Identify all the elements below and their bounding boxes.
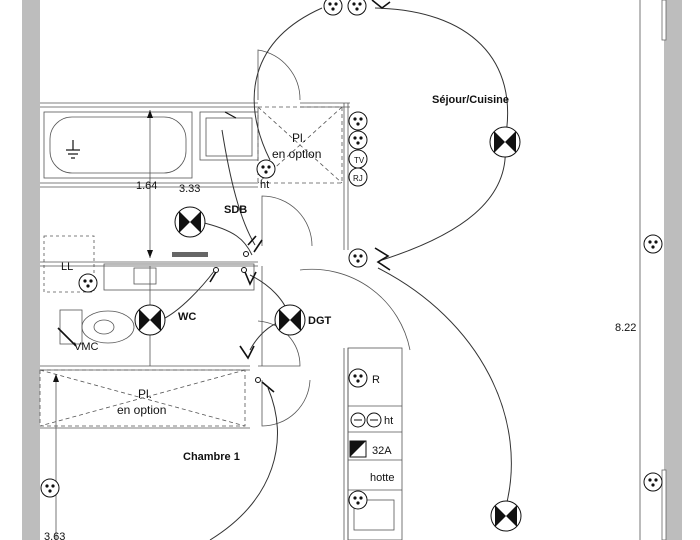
dimension-164: 1.64 bbox=[136, 180, 157, 192]
placard-bottom bbox=[39, 369, 246, 427]
light-fixtures bbox=[134, 126, 522, 532]
socket-dual bbox=[350, 412, 366, 428]
dimension-333: 3.33 bbox=[179, 183, 200, 195]
amp-label: 32A bbox=[372, 445, 392, 457]
placard-bottom-option: en option bbox=[117, 403, 166, 417]
switch-dots bbox=[213, 251, 261, 383]
wiring bbox=[164, 7, 512, 540]
room-label-sdb: SDB bbox=[224, 204, 247, 216]
socket bbox=[348, 111, 368, 131]
ht-label-kitchen: ht bbox=[384, 415, 393, 427]
room-label-sejour: Séjour/Cuisine bbox=[432, 94, 509, 106]
window-right-bottom bbox=[661, 469, 667, 540]
placard-top-label: Pl. bbox=[292, 131, 306, 145]
wall-left bbox=[22, 0, 40, 540]
vmc-label: VMC bbox=[74, 341, 99, 353]
socket bbox=[643, 472, 663, 492]
placard-top-option: en option bbox=[272, 147, 321, 161]
room-label-dgt: DGT bbox=[308, 315, 332, 327]
washbasin bbox=[199, 111, 259, 161]
ll-label: LL bbox=[61, 261, 73, 273]
r-label: R bbox=[372, 374, 380, 386]
rj-label: RJ bbox=[353, 174, 363, 183]
laundry-box bbox=[43, 235, 95, 293]
wall-right bbox=[664, 0, 682, 540]
socket bbox=[643, 234, 663, 254]
light-sejour bbox=[489, 126, 521, 158]
towel-rail bbox=[172, 252, 208, 257]
socket-dual bbox=[366, 412, 382, 428]
dimension-822: 8.22 bbox=[615, 322, 636, 334]
socket-32a bbox=[349, 440, 367, 458]
hotte-label: hotte bbox=[370, 472, 394, 484]
room-label-wc: WC bbox=[178, 311, 196, 323]
light-wc bbox=[134, 304, 166, 336]
switches bbox=[57, 0, 391, 393]
socket bbox=[256, 159, 276, 179]
socket bbox=[348, 130, 368, 150]
window-right-top bbox=[661, 0, 667, 41]
tv-label: TV bbox=[354, 156, 365, 165]
toilet bbox=[59, 309, 135, 345]
socket-rj bbox=[348, 167, 368, 187]
room-label-chambre: Chambre 1 bbox=[183, 451, 240, 463]
socket bbox=[323, 0, 343, 16]
sockets bbox=[40, 0, 663, 510]
dimension-363: 3.63 bbox=[44, 531, 65, 540]
socket bbox=[78, 273, 98, 293]
light-dgt bbox=[274, 304, 306, 336]
bathtub bbox=[43, 111, 193, 179]
light-kitchen bbox=[490, 500, 522, 532]
socket bbox=[347, 0, 367, 16]
ht-label-top: ht bbox=[260, 179, 269, 191]
door-swings bbox=[257, 49, 411, 427]
socket bbox=[348, 368, 368, 388]
light-sdb bbox=[174, 206, 206, 238]
kitchen-counter bbox=[347, 347, 403, 540]
socket bbox=[348, 490, 368, 510]
placard-bottom-label: Pl. bbox=[138, 387, 152, 401]
vanity bbox=[103, 252, 255, 291]
socket bbox=[348, 248, 368, 268]
dimension-lines bbox=[53, 0, 641, 540]
socket bbox=[40, 478, 60, 498]
